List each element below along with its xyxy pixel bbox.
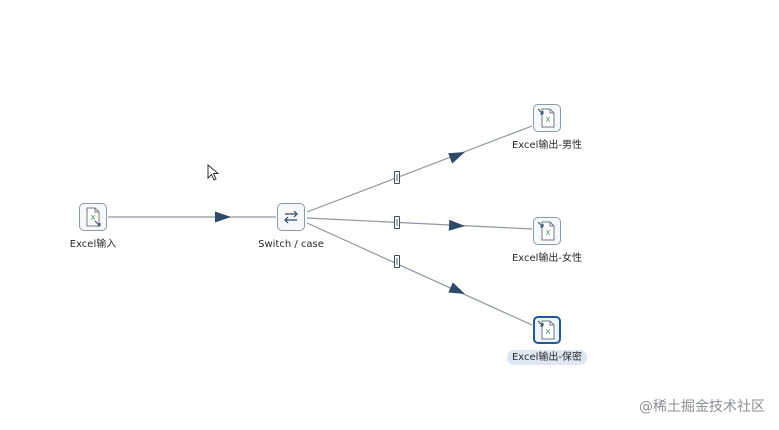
arrow-head-switch-male [448, 152, 465, 164]
hop-switch-to-female[interactable] [306, 217, 533, 230]
excel-output-icon: X [533, 217, 561, 245]
step-label: Excel输出-保密 [506, 350, 588, 365]
hop-condition-handle-female[interactable] [394, 216, 400, 229]
arrow-head-input-switch [215, 211, 231, 223]
switch-arrows-icon [277, 203, 305, 231]
hop-switch-to-secret[interactable] [306, 222, 533, 326]
step-excel-output-secret[interactable]: X Excel输出-保密 [497, 316, 597, 365]
step-excel-output-female[interactable]: X Excel输出-女性 [497, 217, 597, 266]
step-label: Excel输入 [69, 239, 117, 250]
arrow-head-switch-secret [448, 282, 465, 294]
watermark: @稀土掘金技术社区 [639, 399, 765, 415]
svg-text:X: X [546, 229, 551, 237]
excel-output-icon: X [533, 316, 561, 344]
step-label: Excel输出-男性 [511, 140, 583, 151]
step-switch-case[interactable]: Switch / case [241, 203, 341, 252]
step-excel-input[interactable]: X Excel输入 [43, 203, 143, 252]
excel-output-icon: X [533, 104, 561, 132]
step-label: Switch / case [258, 239, 324, 250]
svg-text:X: X [546, 328, 551, 336]
step-excel-output-male[interactable]: X Excel输出-男性 [497, 104, 597, 153]
svg-text:X: X [91, 214, 96, 222]
mouse-pointer-icon [207, 164, 220, 181]
hop-condition-handle-secret[interactable] [394, 255, 400, 268]
excel-input-icon: X [79, 203, 107, 231]
step-label: Excel输出-女性 [511, 253, 583, 264]
hop-condition-handle-male[interactable] [394, 171, 400, 184]
hop-switch-to-male[interactable] [306, 125, 533, 213]
arrow-head-switch-female [448, 219, 465, 231]
svg-text:X: X [546, 116, 551, 124]
